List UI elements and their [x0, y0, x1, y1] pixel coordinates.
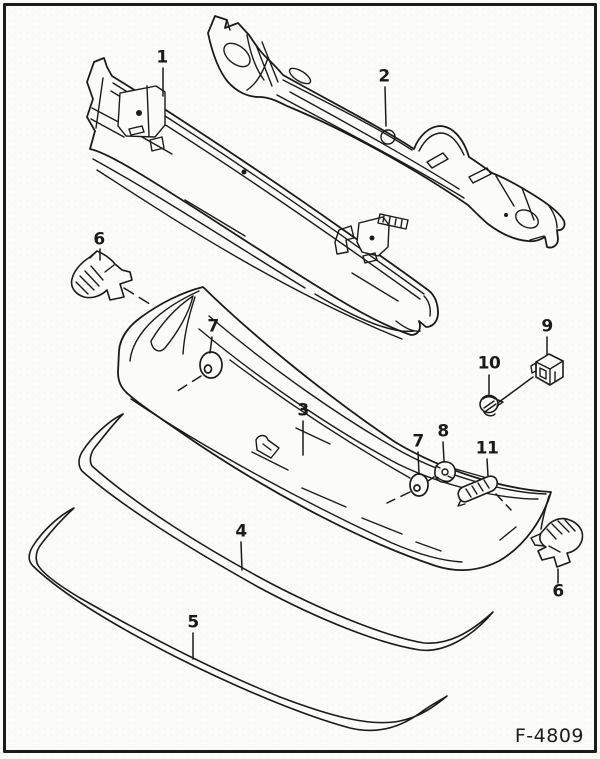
- part-bumper-reinforcement: [87, 58, 438, 339]
- part-nut: [435, 462, 455, 482]
- part-side-bracket-left: [72, 251, 132, 300]
- callout-7-right: 7: [412, 431, 424, 452]
- callout-9: 9: [541, 316, 553, 337]
- part-side-bracket-right: [531, 519, 583, 567]
- figure-code: F-4809: [514, 725, 584, 747]
- callout-6-left: 6: [93, 229, 105, 250]
- callout-11: 11: [475, 438, 499, 459]
- part-bumper-face: [118, 287, 551, 570]
- part-upper-molding-strip: [79, 414, 493, 650]
- slotted-bracket-outline: [458, 476, 497, 502]
- part-grommet-left: [200, 352, 222, 378]
- bracket-right-outline: [538, 519, 583, 567]
- callout-10: 10: [477, 353, 501, 374]
- lower-molding-outline: [29, 508, 447, 730]
- leader-lines: [100, 68, 558, 659]
- grommet-left-outline: [200, 352, 222, 378]
- part-clip: [531, 354, 563, 385]
- callout-1: 1: [156, 47, 168, 68]
- part-slotted-bracket: [458, 476, 497, 506]
- callout-6-right: 6: [552, 581, 564, 602]
- bracket-left-outline: [72, 251, 132, 300]
- reinforcement-outline: [87, 58, 438, 335]
- part-screw-grommet: [478, 393, 503, 416]
- callout-4: 4: [235, 521, 247, 542]
- border-rect: [5, 5, 596, 752]
- part-rear-body-panel: [208, 16, 565, 248]
- part-grommet-right: [410, 474, 428, 496]
- upper-molding-outline: [79, 414, 493, 650]
- callout-7-left: 7: [207, 316, 219, 337]
- bumper-face-outline: [118, 287, 551, 570]
- callout-2: 2: [378, 66, 390, 87]
- part-lower-molding-strip: [29, 508, 447, 730]
- callout-3: 3: [297, 400, 309, 421]
- callout-5: 5: [187, 612, 199, 633]
- nut-outline: [435, 462, 455, 482]
- rear-panel-outline: [208, 16, 565, 248]
- callout-8: 8: [437, 421, 449, 442]
